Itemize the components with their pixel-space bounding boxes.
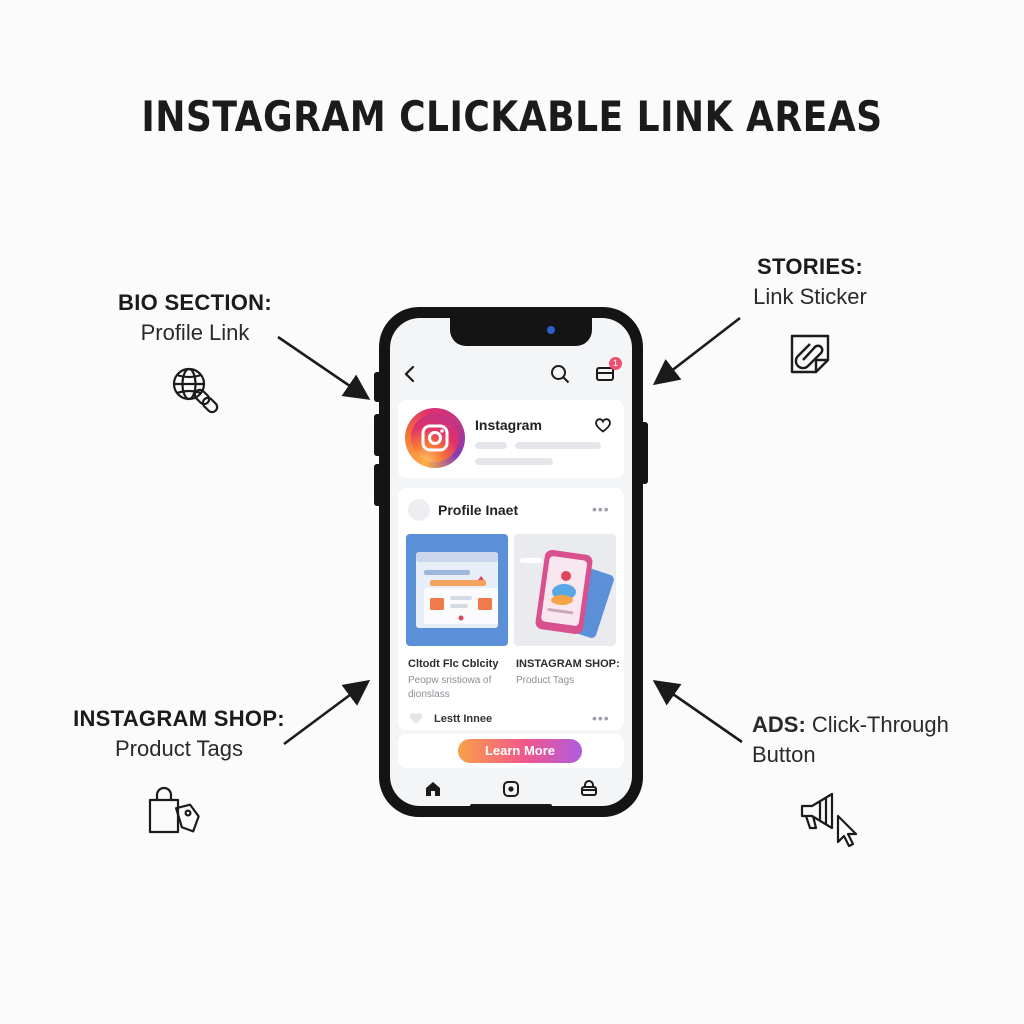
search-button[interactable] (548, 362, 572, 386)
post-more-options[interactable]: ••• (592, 501, 610, 517)
post-author-avatar[interactable] (408, 499, 430, 521)
callout-instagram-shop: INSTAGRAM SHOP: Product Tags (64, 706, 294, 836)
callout-stories-subtitle: Link Sticker (753, 284, 867, 309)
phone-shop-illustration (520, 549, 614, 638)
callout-ads-subtitle-inline: Click-Through (811, 712, 949, 737)
home-indicator (470, 804, 552, 806)
bio-placeholder-line-1b (515, 442, 601, 449)
callout-ads-subtitle: Button (752, 742, 816, 767)
inbox-button[interactable]: 1 (594, 357, 622, 384)
phone-mockup: 1 Instagram (379, 307, 643, 817)
shopping-basket-icon (581, 780, 597, 796)
profile-avatar[interactable] (405, 408, 465, 468)
notification-badge: 1 (609, 357, 622, 370)
left-caption-title: Cltodt Flc Cblcity (408, 658, 499, 670)
front-camera (547, 326, 555, 334)
likes-label: Lestt Innee (434, 713, 493, 725)
nav-home[interactable] (422, 778, 444, 800)
left-caption-line-2: dionslass (408, 689, 450, 700)
top-bar: 1 (390, 357, 632, 392)
globe-link-icon (172, 367, 219, 414)
phone-side-button-mute (374, 372, 382, 402)
search-icon (551, 365, 570, 384)
product-tag-title[interactable]: INSTAGRAM SHOP: (516, 658, 620, 670)
like-heart-icon[interactable] (408, 711, 424, 725)
bio-placeholder-line-1a (475, 442, 507, 449)
callout-bio-subtitle: Profile Link (140, 320, 250, 345)
inbox-icon (596, 367, 614, 381)
nav-reels[interactable] (500, 778, 522, 800)
browser-window-illustration (416, 552, 498, 628)
shopping-bag-tag-icon (148, 786, 200, 834)
post-footer-more-options[interactable]: ••• (592, 710, 610, 726)
phone-side-button-power (640, 422, 648, 484)
home-icon (426, 782, 440, 796)
phone-screen: 1 Instagram (390, 318, 632, 806)
callout-bio-heading: BIO SECTION: (118, 290, 272, 315)
post-author-name[interactable]: Profile Inaet (438, 502, 519, 518)
callout-ads-heading: ADS: (752, 712, 806, 737)
bio-placeholder-line-2 (475, 458, 553, 465)
paperclip-sticker-icon (790, 334, 830, 374)
phone-notch (450, 318, 592, 346)
phone-side-button-volume-up (374, 414, 382, 456)
post-image-website[interactable] (406, 534, 508, 646)
profile-name: Instagram (475, 417, 542, 433)
product-tag-subtitle[interactable]: Product Tags (516, 675, 575, 686)
chevron-left-icon (404, 365, 415, 383)
ad-card: Learn More (398, 734, 624, 768)
callout-bio-section: BIO SECTION: Profile Link (100, 290, 290, 414)
phone-side-button-volume-down (374, 464, 382, 506)
instagram-logo-icon (421, 424, 449, 452)
diagram-title: INSTAGRAM CLICKABLE LINK AREAS (141, 92, 883, 141)
post-image-shop[interactable] (514, 534, 616, 646)
back-button[interactable] (398, 362, 422, 386)
callout-shop-heading: INSTAGRAM SHOP: (73, 706, 285, 731)
learn-more-button[interactable]: Learn More (458, 739, 582, 763)
arrow-bio (277, 335, 371, 400)
camera-square-icon (503, 781, 519, 797)
feed-post-card: Profile Inaet ••• (398, 488, 624, 730)
bottom-navigation (390, 774, 632, 806)
profile-card[interactable]: Instagram (398, 400, 624, 478)
callout-shop-subtitle: Product Tags (114, 736, 243, 761)
left-caption-line-1: Peopw sristiowa of (408, 675, 492, 686)
callout-ads: ADS: Click-Through Button (752, 712, 972, 848)
heart-icon[interactable] (594, 417, 612, 433)
callout-stories: STORIES: Link Sticker (725, 254, 895, 378)
nav-shop[interactable] (578, 778, 600, 800)
arrow-shop (283, 679, 371, 746)
arrow-ads (652, 680, 743, 744)
callout-stories-heading: STORIES: (757, 254, 863, 279)
megaphone-cursor-icon (800, 792, 858, 848)
